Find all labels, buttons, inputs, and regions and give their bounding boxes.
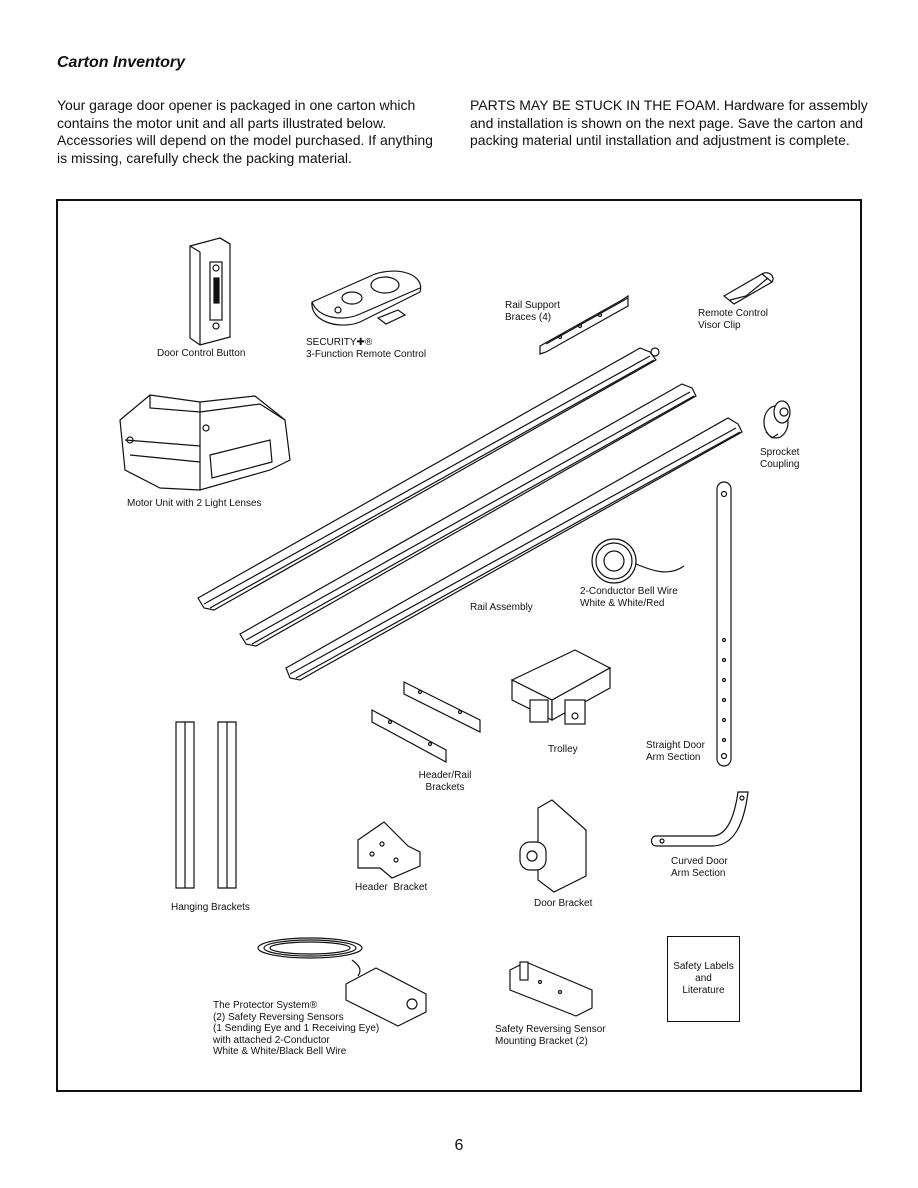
door-bracket-drawing	[519, 799, 587, 893]
label-sprocket-coupling: Sprocket Coupling	[760, 447, 800, 470]
label-trolley: Trolley	[548, 744, 578, 755]
label-protector-system: The Protector System® (2) Safety Reversi…	[213, 1000, 380, 1057]
intro-left-text: Your garage door opener is packaged in o…	[57, 97, 433, 166]
intro-right-text: PARTS MAY BE STUCK IN THE FOAM. Hardware…	[470, 97, 868, 148]
inventory-frame	[56, 199, 862, 1092]
intro-paragraph-right: PARTS MAY BE STUCK IN THE FOAM. Hardware…	[470, 97, 870, 150]
label-header-bracket: Header Bracket	[355, 882, 428, 893]
straight-arm-drawing	[716, 481, 732, 767]
label-remote-control: 3-Function Remote Control	[306, 349, 427, 360]
label-door-bracket: Door Bracket	[534, 898, 593, 909]
protector-system-drawing	[257, 937, 427, 1027]
rail-assembly-drawing	[197, 347, 743, 681]
safety-labels-box: Safety Labels and Literature	[667, 936, 740, 1022]
section-title: Carton Inventory	[57, 54, 186, 71]
header-rail-brackets-drawing	[371, 681, 481, 764]
rail-support-braces-drawing	[539, 294, 629, 355]
bell-wire-drawing	[591, 538, 685, 584]
label-visor-clip: Remote Control Visor Clip	[698, 308, 769, 331]
sprocket-coupling-drawing	[763, 400, 791, 439]
door-control-button-drawing	[189, 237, 231, 346]
trolley-drawing	[510, 649, 612, 725]
page-number: 6	[454, 1137, 464, 1154]
label-hanging-brackets: Hanging Brackets	[171, 902, 250, 913]
label-remote-brand: SECURITY✚®	[306, 337, 373, 348]
header-bracket-drawing	[357, 821, 421, 879]
hanging-brackets-drawing	[175, 721, 237, 889]
label-header-rail-brackets: Header/Rail Brackets	[418, 770, 472, 793]
label-rail-support-braces: Rail Support Braces (4)	[505, 300, 561, 323]
curved-arm-drawing	[650, 791, 749, 847]
sensor-bracket-drawing	[509, 961, 593, 1017]
intro-paragraph-left: Your garage door opener is packaged in o…	[57, 97, 442, 167]
visor-clip-drawing	[722, 272, 774, 305]
label-rail-assembly: Rail Assembly	[470, 602, 533, 613]
label-motor-unit: Motor Unit with 2 Light Lenses	[127, 498, 262, 509]
label-straight-arm: Straight Door Arm Section	[646, 740, 705, 763]
label-door-control-button: Door Control Button	[157, 348, 246, 359]
label-curved-arm: Curved Door Arm Section	[671, 856, 728, 879]
motor-unit-drawing	[119, 394, 291, 491]
label-bell-wire: 2-Conductor Bell Wire White & White/Red	[580, 586, 678, 609]
label-sensor-bracket: Safety Reversing Sensor Mounting Bracket…	[495, 1024, 606, 1047]
remote-control-drawing	[311, 270, 422, 326]
